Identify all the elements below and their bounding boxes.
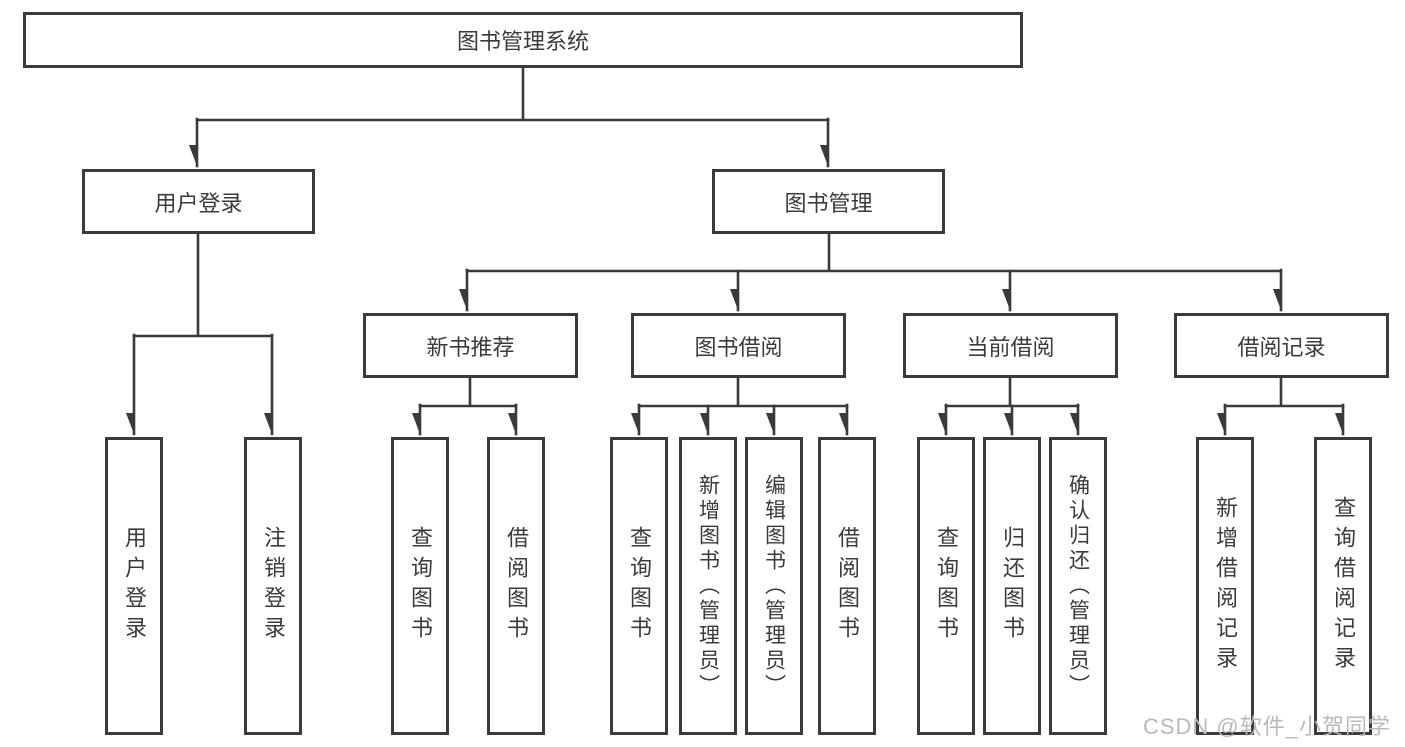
node-book-management: 图书管理 xyxy=(712,169,945,234)
leaf-query-books-2: 查询图书 xyxy=(610,437,668,735)
node-label: 查询借阅记录 xyxy=(1331,496,1356,676)
node-label: 用户登录 xyxy=(122,526,147,646)
node-label: 新书推荐 xyxy=(426,334,515,360)
node-label: 借阅图书 xyxy=(504,526,529,646)
csdn-watermark: CSDN @软件_小贺同学 xyxy=(1142,714,1391,739)
node-book-borrowing: 图书借阅 xyxy=(631,313,846,378)
node-borrowing-records: 借阅记录 xyxy=(1174,313,1389,378)
node-label: 当前借阅 xyxy=(966,334,1055,360)
leaf-query-borrow-record: 查询借阅记录 xyxy=(1314,437,1372,735)
leaf-add-borrow-record: 新增借阅记录 xyxy=(1196,437,1254,735)
node-label: 查询图书 xyxy=(934,526,959,646)
node-label: 图书管理系统 xyxy=(456,29,589,54)
node-label: 查询图书 xyxy=(627,526,652,646)
leaf-add-books-admin: 新增图书（管理员） xyxy=(679,437,737,735)
node-label: 新增借阅记录 xyxy=(1213,496,1238,676)
node-label: 注销登录 xyxy=(261,526,286,646)
leaf-return-books: 归还图书 xyxy=(983,437,1041,735)
node-label: 借阅图书 xyxy=(835,526,860,646)
node-label: 归还图书 xyxy=(1000,526,1025,646)
node-label: 编辑图书（管理员） xyxy=(762,473,786,699)
leaf-edit-books-admin: 编辑图书（管理员） xyxy=(745,437,803,735)
leaf-query-books-3: 查询图书 xyxy=(917,437,975,735)
node-library-management-system: 图书管理系统 xyxy=(23,12,1023,68)
leaf-borrow-books-1: 借阅图书 xyxy=(487,437,545,735)
leaf-confirm-return-admin: 确认归还（管理员） xyxy=(1049,437,1107,735)
node-current-borrowing: 当前借阅 xyxy=(903,313,1118,378)
leaf-borrow-books-2: 借阅图书 xyxy=(818,437,876,735)
node-label: 借阅记录 xyxy=(1237,334,1326,360)
node-label: 查询图书 xyxy=(408,526,433,646)
node-user-login: 用户登录 xyxy=(82,169,315,234)
node-label: 用户登录 xyxy=(154,190,243,216)
node-label: 图书管理 xyxy=(784,190,873,216)
leaf-user-login: 用户登录 xyxy=(105,437,163,735)
node-label: 图书借阅 xyxy=(694,334,783,360)
leaf-logout: 注销登录 xyxy=(244,437,302,735)
node-new-book-recommend: 新书推荐 xyxy=(363,313,578,378)
leaf-query-books-1: 查询图书 xyxy=(391,437,449,735)
node-label: 新增图书（管理员） xyxy=(696,473,720,699)
node-label: 确认归还（管理员） xyxy=(1066,473,1090,699)
